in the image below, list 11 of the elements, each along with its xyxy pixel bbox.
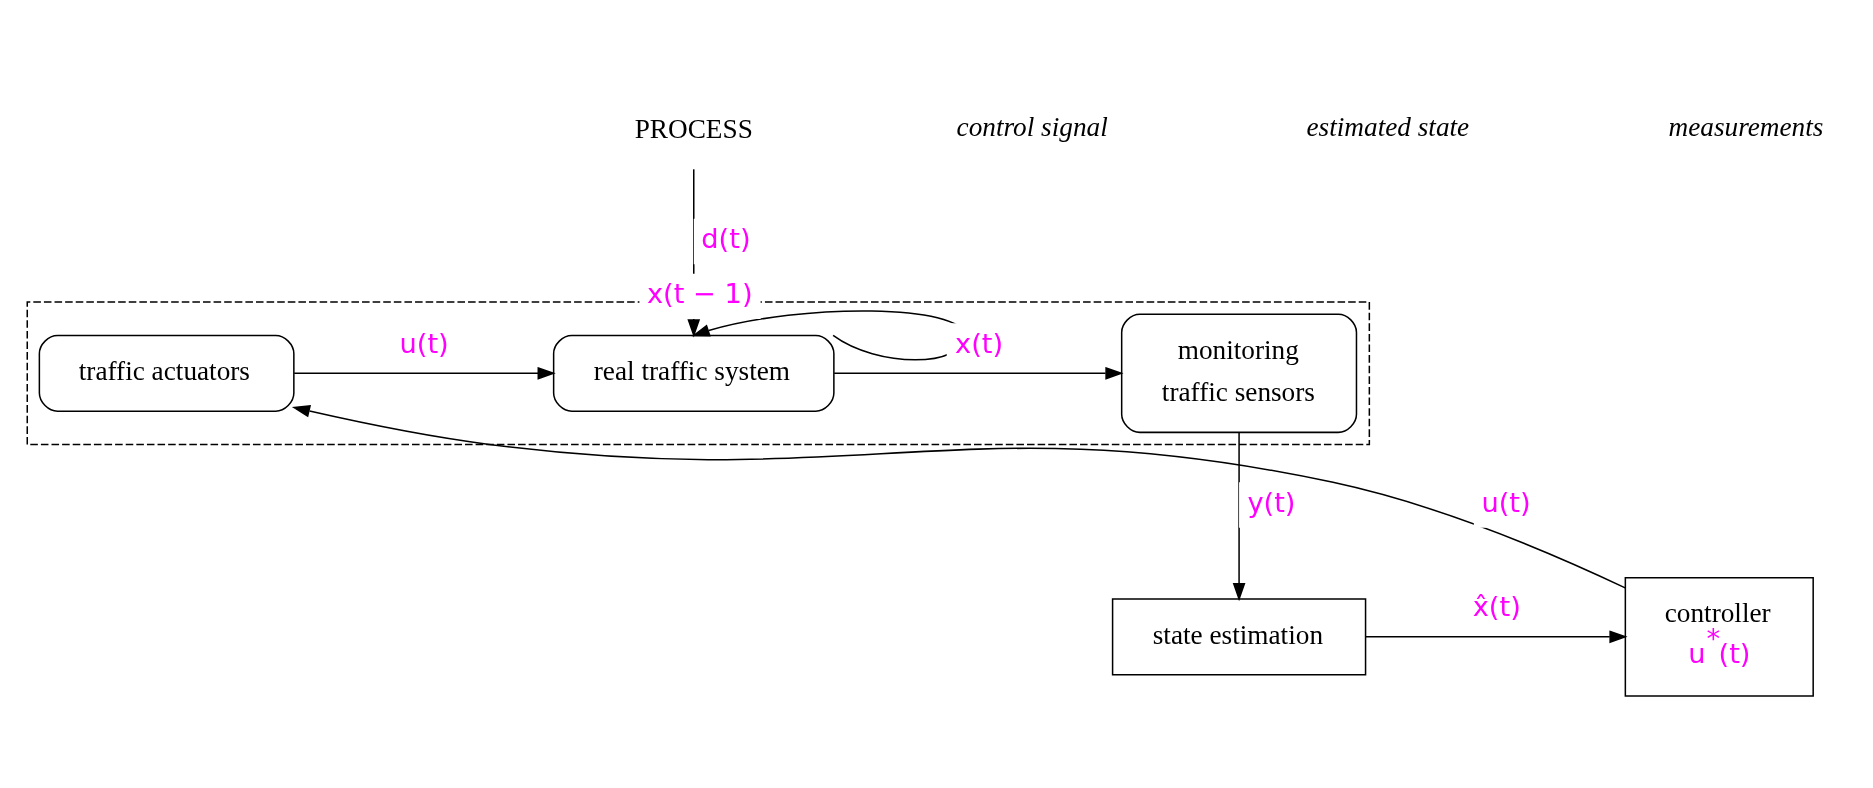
edge-label: x(t − 1) bbox=[647, 277, 753, 309]
label: estimated state bbox=[1306, 111, 1470, 142]
edge-label: y(t) bbox=[1247, 486, 1296, 518]
edge-label: d(t) bbox=[701, 222, 751, 254]
edge-label: x̂(t) bbox=[1472, 590, 1521, 622]
edge-label: u(t) bbox=[1481, 486, 1531, 518]
node-text: PROCESS bbox=[634, 113, 753, 144]
label: measurements bbox=[1668, 111, 1824, 142]
label: control signal bbox=[956, 111, 1108, 142]
edge-label: x(t) bbox=[955, 327, 1004, 359]
edge-label: u(t) bbox=[399, 327, 449, 359]
